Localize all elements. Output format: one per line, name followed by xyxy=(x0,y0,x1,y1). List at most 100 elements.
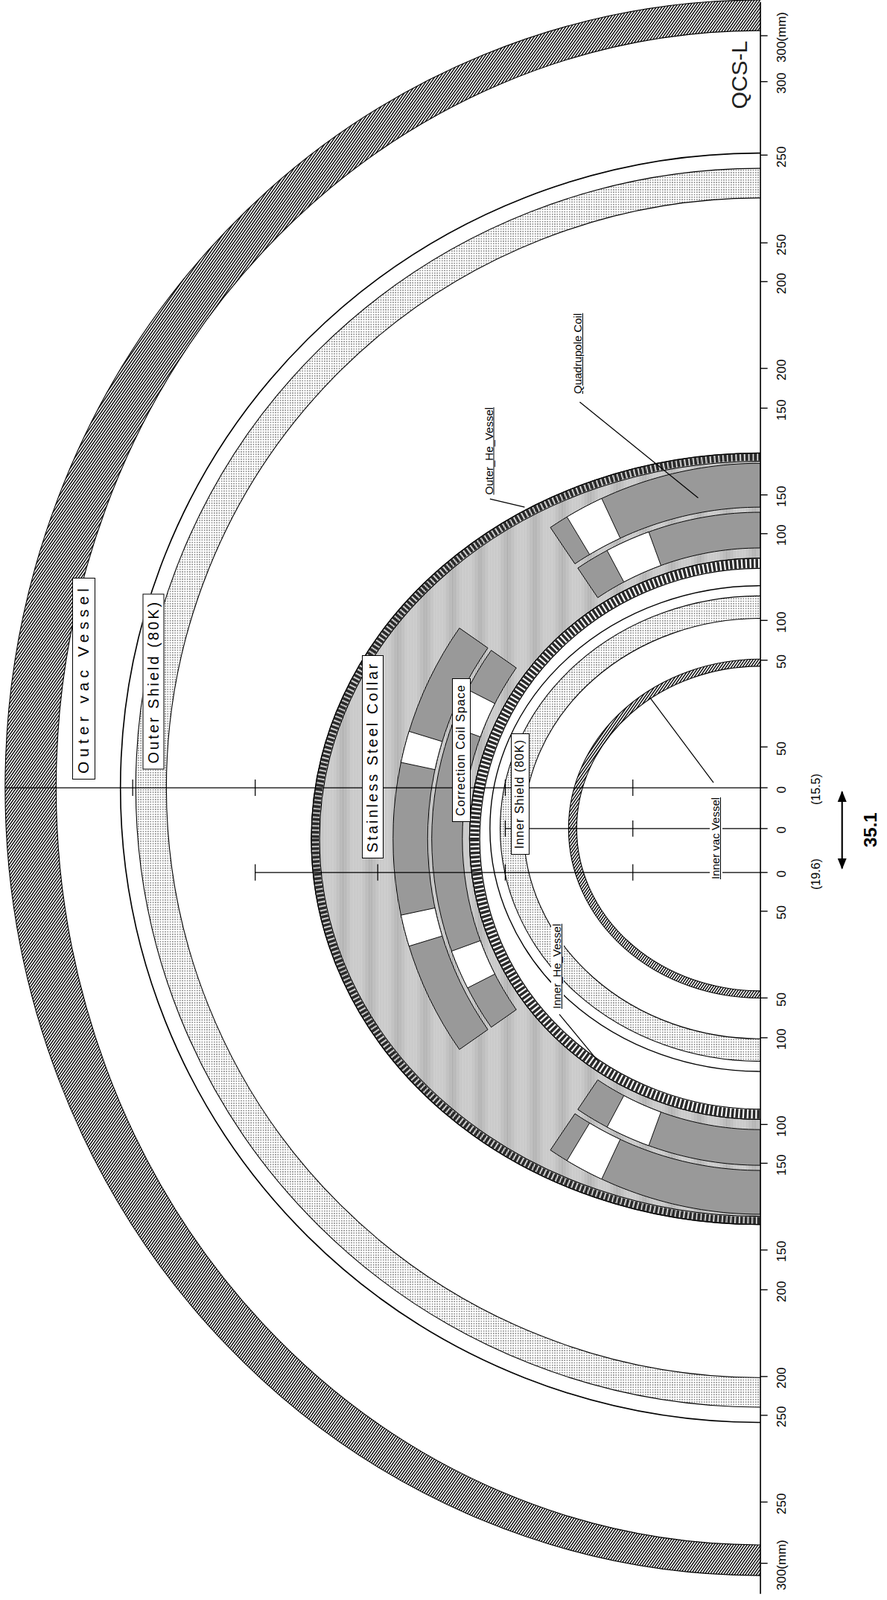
box-label: Stainless Steel Collar xyxy=(364,661,382,853)
scale-tick xyxy=(760,620,768,622)
part-label: 50 xyxy=(775,737,790,758)
scale-tick xyxy=(760,659,768,661)
part-label: 150 xyxy=(775,394,790,423)
scale-tick xyxy=(760,154,768,156)
part-label: 200 xyxy=(775,354,790,383)
scale-tick xyxy=(760,494,768,496)
scale-tick xyxy=(760,35,768,36)
part-label: 100 xyxy=(775,519,790,548)
leader-line xyxy=(559,1014,599,1062)
scale-tick xyxy=(760,1249,768,1251)
part-label: Quadrupole Coil xyxy=(571,308,585,396)
center-line xyxy=(632,820,634,838)
center-line xyxy=(632,779,634,797)
part-label: 100 xyxy=(775,606,790,635)
scale-tick xyxy=(760,872,768,873)
coil-gap xyxy=(400,731,442,770)
part-label: 300(mm) xyxy=(775,6,790,65)
box-label: Correction Coil Space xyxy=(454,684,468,817)
part-label: 300 xyxy=(775,67,790,96)
scale-tick xyxy=(760,1502,768,1503)
scale-tick xyxy=(760,1037,768,1039)
part-label: (19.6) xyxy=(809,854,823,892)
scale-tick xyxy=(760,367,768,369)
box-label: Outer Shield (80K) xyxy=(144,600,162,765)
part-label: 0 xyxy=(775,866,790,880)
label-box: Stainless Steel Collar xyxy=(361,655,384,859)
scale-tick xyxy=(760,533,768,534)
scale-tick xyxy=(760,1376,768,1378)
leader-line xyxy=(650,697,714,783)
scale-tick xyxy=(760,1289,768,1291)
part-label: 200 xyxy=(775,1276,790,1305)
coil-gap xyxy=(566,1123,621,1179)
leader-line xyxy=(490,498,526,508)
scale-tick xyxy=(760,408,768,409)
part-label: 50 xyxy=(775,650,790,671)
scale-tick xyxy=(760,281,768,283)
correction-coil xyxy=(393,628,488,1051)
part-label: 200 xyxy=(775,1362,790,1391)
box-label: Inner Shield (80K) xyxy=(513,739,527,850)
label-box: Inner Shield (80K) xyxy=(510,733,530,855)
center-line xyxy=(254,779,256,797)
part-label: 250 xyxy=(775,1488,790,1517)
part-label: 200 xyxy=(775,268,790,296)
drawing-title: QCS-L xyxy=(726,36,751,111)
scale-tick xyxy=(760,1124,768,1126)
part-label: 35.1 xyxy=(860,808,882,850)
part-label: 100 xyxy=(775,1024,790,1052)
scale-tick xyxy=(760,787,768,788)
part-label: 0 xyxy=(775,781,790,795)
leader-line xyxy=(579,402,698,499)
quadrupole-coil xyxy=(550,1114,761,1215)
label-box: Outer Shield (80K) xyxy=(142,594,164,771)
center-line xyxy=(759,2,762,1595)
center-line xyxy=(132,779,134,797)
coil-gap xyxy=(451,940,495,988)
part-label: 150 xyxy=(775,1236,790,1264)
label-box: Outer vac Vessel xyxy=(72,577,96,780)
part-label: 0 xyxy=(775,822,790,836)
label-box: Correction Coil Space xyxy=(452,678,471,823)
ring-line xyxy=(311,453,761,1226)
scale-tick xyxy=(760,1163,768,1165)
scale-tick xyxy=(760,746,768,748)
scale-tick xyxy=(760,81,768,82)
ring-line xyxy=(319,461,761,1217)
part-label: 250 xyxy=(775,229,790,257)
center-line xyxy=(504,779,506,797)
dimension-arrow xyxy=(841,792,844,870)
part-label: 150 xyxy=(775,481,790,509)
center-line xyxy=(632,864,634,882)
quadrupole-coil xyxy=(550,463,761,564)
scale-tick xyxy=(760,1563,768,1564)
part-label: (15.5) xyxy=(809,769,823,807)
he-vessel-braid xyxy=(474,563,761,1115)
scale-tick xyxy=(760,1415,768,1416)
ring-line xyxy=(469,558,761,1121)
center-line xyxy=(254,864,256,882)
part-label: 250 xyxy=(775,141,790,170)
part-label: 50 xyxy=(775,901,790,922)
scale-tick xyxy=(760,910,768,912)
scale-tick xyxy=(760,997,768,999)
coil-gap xyxy=(566,498,621,555)
center-line xyxy=(376,864,378,882)
part-label: 50 xyxy=(775,988,790,1009)
he-vessel-braid xyxy=(315,457,761,1222)
center-line xyxy=(255,872,761,873)
center-line xyxy=(504,864,506,882)
part-label: Inner_He_Vessel xyxy=(551,919,564,1011)
ring-line xyxy=(479,568,761,1109)
section-rings xyxy=(5,0,761,1576)
part-label: Outer_He_Vessel xyxy=(483,402,497,497)
part-label: 300(mm) xyxy=(775,1534,790,1593)
scale-tick xyxy=(760,828,768,829)
axis-lines xyxy=(5,2,761,1595)
part-label: 150 xyxy=(775,1149,790,1178)
part-label: Inner vac Vessel xyxy=(709,792,723,882)
